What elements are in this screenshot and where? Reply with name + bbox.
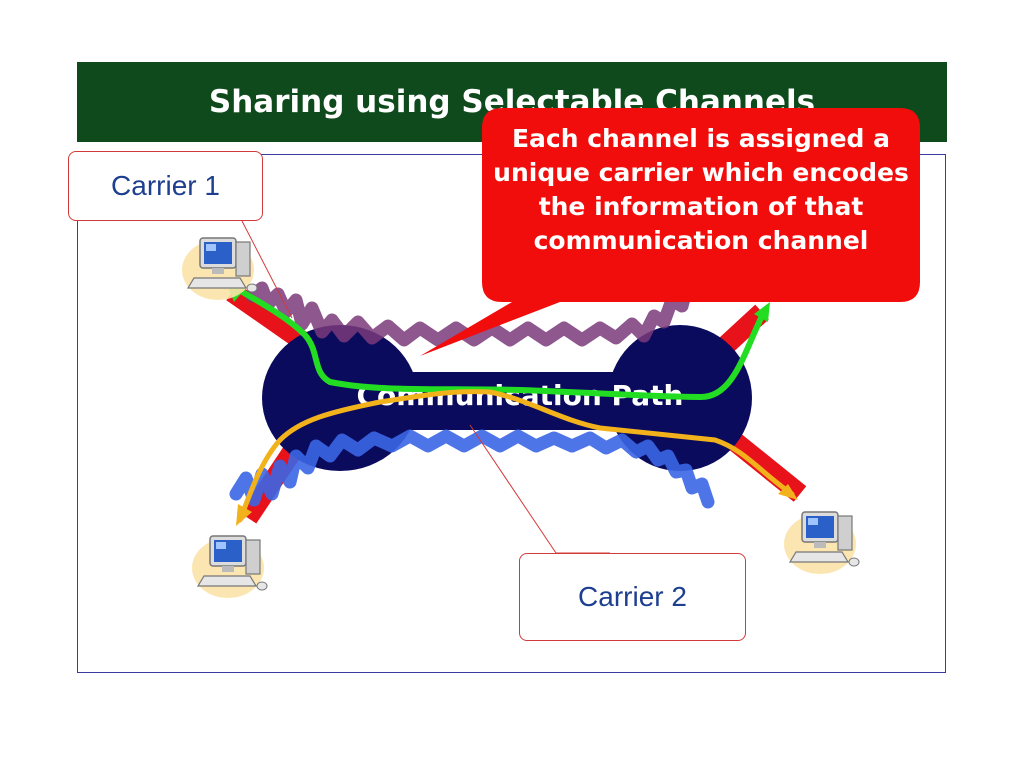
orange-channel-arrow xyxy=(237,389,795,523)
callout-bubble xyxy=(420,108,920,356)
computer-icon xyxy=(191,535,268,599)
carrier-1-pointer xyxy=(241,220,293,319)
computer-icon xyxy=(783,511,860,575)
carrier-2-label: Carrier 2 xyxy=(519,553,746,641)
green-arrowhead-right xyxy=(754,302,770,322)
orange-arrowhead-left xyxy=(236,504,252,526)
carrier-1-label: Carrier 1 xyxy=(68,151,263,221)
callout-text: Each channel is assigned a unique carrie… xyxy=(493,124,909,255)
orange-arrowhead-right xyxy=(778,484,798,500)
carrier-2-wave xyxy=(229,429,715,509)
